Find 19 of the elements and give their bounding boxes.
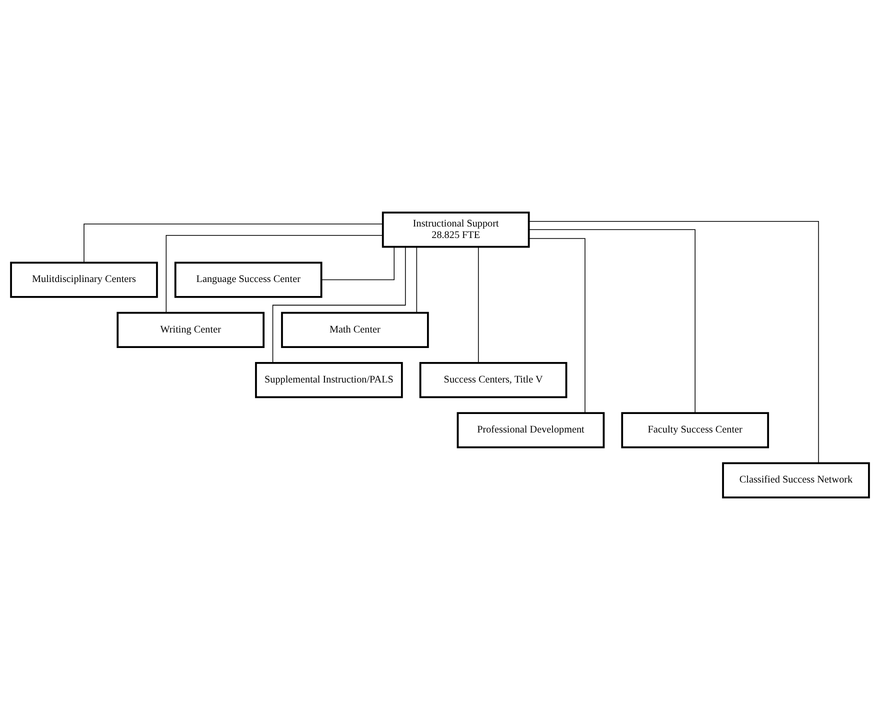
node-box: Language Success Center [174, 261, 322, 298]
connector [272, 246, 406, 363]
connector [528, 220, 819, 464]
node-box: Classified Success Network [722, 462, 870, 498]
connector [84, 223, 384, 262]
node-box: Professional Development [456, 412, 605, 448]
connector [166, 234, 384, 312]
connector [478, 246, 479, 363]
connector [528, 238, 586, 413]
connector [528, 228, 696, 413]
connector [416, 246, 418, 313]
node-box: Supplemental Instruction/PALS [255, 361, 403, 398]
node-box: Faculty Success Center [621, 412, 770, 448]
node-box: Mulitdisciplinary Centers [10, 261, 158, 298]
node-box: Writing Center [116, 311, 265, 348]
connector [321, 246, 395, 280]
node-box: Success Centers, Title V [419, 361, 568, 398]
node-box: Math Center [281, 311, 429, 348]
node-box: Instructional Support 28.825 FTE [382, 211, 530, 248]
